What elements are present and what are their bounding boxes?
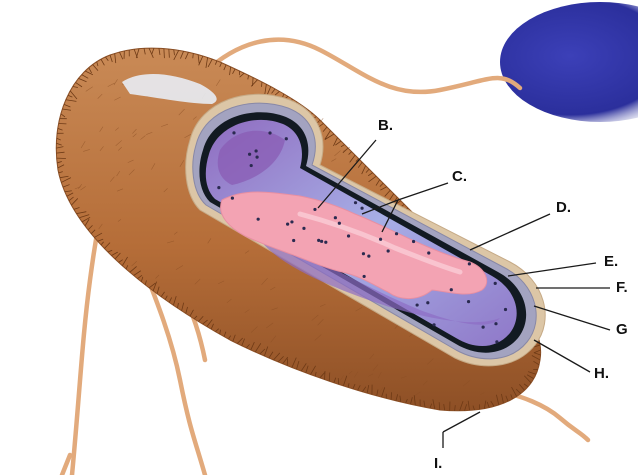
- label-b: B.: [378, 117, 393, 134]
- ribosome: [313, 208, 316, 211]
- ribosome: [302, 227, 305, 230]
- ribosome: [468, 262, 471, 265]
- ribosome: [290, 220, 293, 223]
- ribosome: [432, 323, 435, 326]
- ribosome: [254, 149, 257, 152]
- ribosome: [320, 240, 323, 243]
- ribosome: [248, 153, 251, 156]
- ribosome: [334, 216, 337, 219]
- ribosome: [257, 218, 260, 221]
- ribosome: [482, 326, 485, 329]
- ribosome: [354, 201, 357, 204]
- leader-h: [534, 340, 590, 372]
- label-d: D.: [556, 199, 571, 216]
- ribosome: [379, 238, 382, 241]
- label-e: E.: [604, 253, 618, 270]
- ribosome: [317, 239, 320, 242]
- ribosome: [360, 207, 363, 210]
- ribosome: [495, 340, 498, 343]
- ribosome: [292, 239, 295, 242]
- neighbor-cell-blob: [500, 2, 638, 122]
- ribosome: [338, 222, 341, 225]
- ribosome: [285, 137, 288, 140]
- leader-d: [470, 214, 550, 250]
- ribosome: [427, 251, 430, 254]
- pilus: [169, 49, 170, 58]
- flagellum-bottom-left: [62, 455, 70, 475]
- label-i: I.: [434, 455, 442, 472]
- pilus: [164, 49, 165, 59]
- ribosome: [504, 308, 507, 311]
- ribosome: [324, 241, 327, 244]
- ribosome: [450, 288, 453, 291]
- ribosome: [467, 300, 470, 303]
- label-h: H.: [594, 365, 609, 382]
- ribosome: [286, 222, 289, 225]
- ribosome: [494, 282, 497, 285]
- ribosome: [347, 234, 350, 237]
- leader-i-1: [443, 412, 480, 432]
- leader-c-1: [398, 183, 448, 200]
- ribosome: [426, 301, 429, 304]
- label-c: C.: [452, 168, 467, 185]
- ribosome: [412, 240, 415, 243]
- ribosome: [494, 322, 497, 325]
- pilus: [439, 402, 440, 410]
- ribosome: [387, 249, 390, 252]
- pilus: [329, 372, 330, 381]
- pilus: [253, 77, 254, 86]
- ribosome: [362, 252, 365, 255]
- ribosome: [231, 197, 234, 200]
- ribosome: [395, 232, 398, 235]
- ribosome: [367, 255, 370, 258]
- ribosome: [255, 156, 258, 159]
- ribosome: [232, 131, 235, 134]
- ribosome: [416, 303, 419, 306]
- label-g: G: [616, 321, 628, 338]
- ribosome: [363, 275, 366, 278]
- flagellum-tail: [500, 392, 588, 440]
- ribosome: [268, 131, 271, 134]
- ribosome: [217, 186, 220, 189]
- label-f: F.: [616, 279, 628, 296]
- ribosome: [250, 164, 253, 167]
